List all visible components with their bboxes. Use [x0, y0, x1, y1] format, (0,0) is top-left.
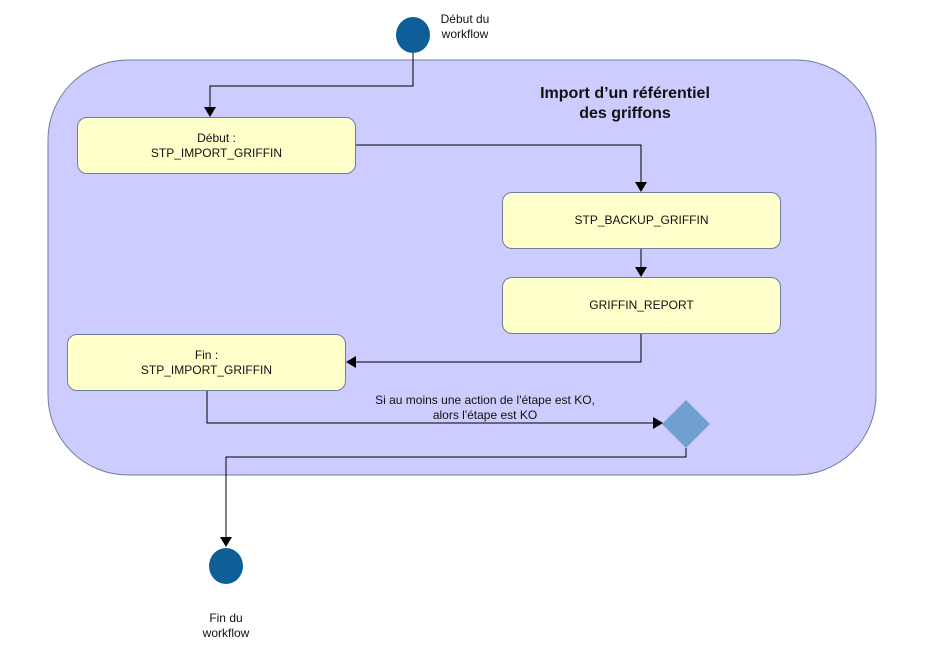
end-node-label: Fin du workflow [191, 611, 261, 641]
start-label-line2: workflow [441, 27, 489, 41]
title-line1: Import d’un référentiel [540, 85, 710, 102]
container-title: Import d’un référentiel des griffons [500, 84, 750, 124]
start-node-label: Début du workflow [430, 12, 500, 42]
step-label: STP_IMPORT_GRIFFIN [150, 145, 283, 160]
step-label: Début : [197, 130, 236, 145]
step-fin-import[interactable]: Fin :STP_IMPORT_GRIFFIN [67, 334, 346, 391]
connector-debut-to-backup [356, 144, 647, 192]
condition-label: Si au moins une action de l'étape est KO… [350, 393, 620, 423]
step-backup-griffin[interactable]: STP_BACKUP_GRIFFIN [502, 192, 781, 249]
start-label-line1: Début du [440, 12, 490, 26]
decision-diamond-icon [662, 400, 710, 448]
end-label-line2: workflow [202, 626, 250, 640]
condition-line2: alors l'étape est KO [432, 408, 538, 422]
step-label: STP_IMPORT_GRIFFIN [140, 362, 273, 377]
connector-report-to-fin [346, 334, 642, 368]
start-node-icon [396, 17, 430, 53]
connector-fin-to-decision [206, 391, 663, 429]
step-label: STP_BACKUP_GRIFFIN [574, 213, 709, 227]
step-debut-import[interactable]: Début :STP_IMPORT_GRIFFIN [77, 117, 356, 174]
end-node-icon [209, 548, 243, 584]
title-line2: des griffons [579, 105, 671, 122]
step-label: Fin : [194, 347, 219, 362]
connector-start-to-debut [204, 53, 414, 117]
condition-line1: Si au moins une action de l'étape est KO… [375, 393, 595, 407]
step-label: GRIFFIN_REPORT [589, 298, 694, 312]
step-griffin-report[interactable]: GRIFFIN_REPORT [502, 277, 781, 334]
end-label-line1: Fin du [209, 611, 243, 625]
connector-decision-to-end [220, 448, 687, 547]
